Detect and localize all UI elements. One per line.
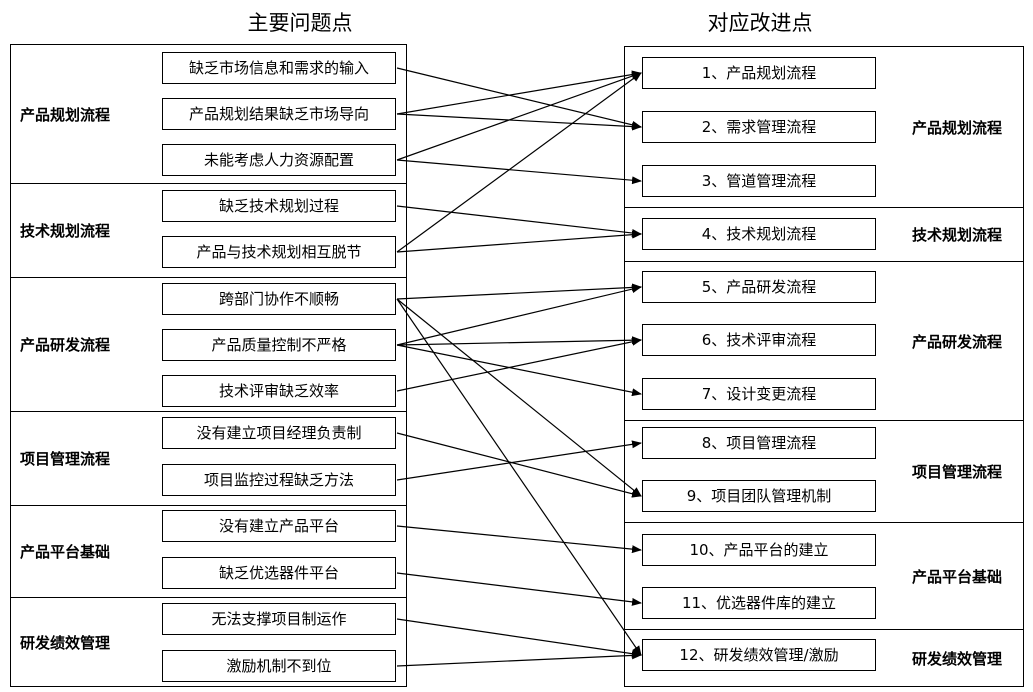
- mapping-arrow: [396, 344, 642, 397]
- problem-group-label: 产品规划流程: [20, 105, 111, 124]
- improvement-item: 12、研发绩效管理/激励: [642, 639, 876, 671]
- problem-group-label: 产品平台基础: [20, 543, 111, 561]
- improvement-group-label: 产品规划流程: [912, 118, 1003, 137]
- mapping-arrow: [396, 298, 642, 497]
- improvement-item: 10、产品平台的建立: [642, 534, 876, 566]
- problem-item: 产品质量控制不严格: [162, 329, 396, 361]
- improvement-item: 4、技术规划流程: [642, 218, 876, 250]
- improvement-group-label: 产品研发流程: [912, 332, 1003, 351]
- mapping-arrow: [396, 651, 642, 667]
- mapping-arrow: [396, 336, 642, 346]
- improvement-item: 9、项目团队管理机制: [642, 480, 876, 512]
- improvement-item: 1、产品规划流程: [642, 57, 876, 89]
- improvement-item: 3、管道管理流程: [642, 165, 876, 197]
- problem-item: 产品规划结果缺乏市场导向: [162, 98, 396, 130]
- improvement-item: 2、需求管理流程: [642, 111, 876, 143]
- mapping-arrow: [396, 70, 642, 115]
- mapping-arrow: [396, 205, 642, 237]
- problem-item: 没有建立项目经理负责制: [162, 417, 396, 449]
- mapping-arrow: [396, 72, 642, 253]
- improvement-group-frame: [624, 629, 1024, 687]
- problem-item: 激励机制不到位: [162, 650, 396, 682]
- improvement-item: 11、优选器件库的建立: [642, 587, 876, 619]
- improvement-group-label: 产品平台基础: [912, 567, 1003, 586]
- improvement-group-label: 研发绩效管理: [912, 649, 1003, 668]
- mapping-arrow: [396, 618, 642, 658]
- improvement-item: 8、项目管理流程: [642, 427, 876, 459]
- problem-item: 没有建立产品平台: [162, 510, 396, 542]
- problem-item: 缺乏优选器件平台: [162, 557, 396, 589]
- problem-item: 项目监控过程缺乏方法: [162, 464, 396, 496]
- mapping-arrow: [396, 298, 642, 656]
- problem-group-frame: [10, 597, 407, 687]
- improvement-group-label: 项目管理流程: [912, 463, 1003, 481]
- mapping-arrow: [396, 432, 642, 498]
- problem-item: 跨部门协作不顺畅: [162, 283, 396, 315]
- problem-item: 缺乏市场信息和需求的输入: [162, 52, 396, 84]
- mapping-arrow: [396, 337, 642, 392]
- problem-item: 未能考虑人力资源配置: [162, 144, 396, 176]
- problem-item: 无法支撑项目制运作: [162, 603, 396, 635]
- problem-group-label: 项目管理流程: [20, 450, 111, 468]
- right-title: 对应改进点: [707, 11, 813, 35]
- improvement-item: 6、技术评审流程: [642, 324, 876, 356]
- mapping-arrow: [396, 440, 642, 481]
- improvement-item: 7、设计变更流程: [642, 378, 876, 410]
- problem-group-label: 研发绩效管理: [20, 633, 111, 652]
- mapping-arrow: [396, 283, 642, 300]
- problem-item: 技术评审缺乏效率: [162, 375, 396, 407]
- mapping-arrow: [396, 230, 642, 253]
- problem-item: 缺乏技术规划过程: [162, 190, 396, 222]
- problem-group-label: 技术规划流程: [20, 222, 111, 240]
- mapping-arrow: [396, 113, 642, 131]
- mapping-arrow: [396, 159, 642, 185]
- left-title: 主要问题点: [247, 11, 353, 35]
- mapping-arrow: [396, 67, 642, 129]
- problem-group-label: 产品研发流程: [20, 336, 111, 354]
- improvement-item: 5、产品研发流程: [642, 271, 876, 303]
- mapping-arrow: [396, 285, 642, 346]
- improvement-group-label: 技术规划流程: [912, 226, 1003, 244]
- problem-item: 产品与技术规划相互脱节: [162, 236, 396, 268]
- mapping-arrow: [396, 525, 642, 554]
- mapping-arrow: [396, 72, 642, 161]
- mapping-arrow: [396, 572, 642, 606]
